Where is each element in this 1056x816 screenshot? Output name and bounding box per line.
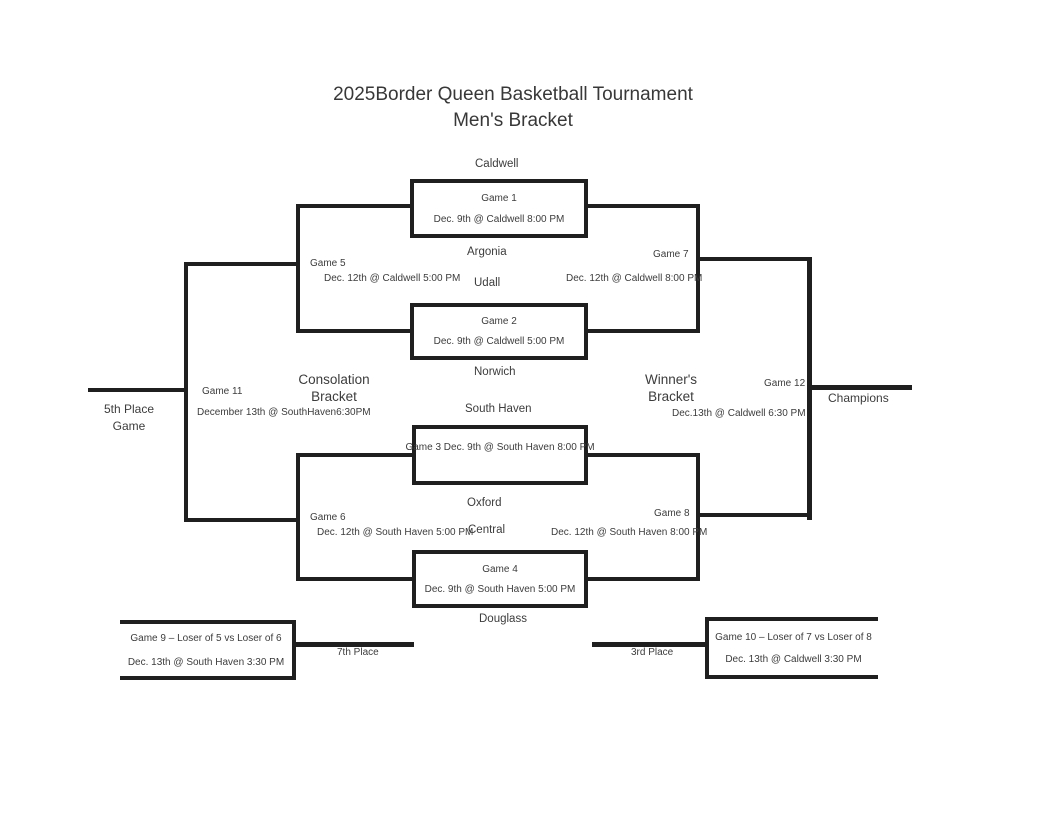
team-oxford: Oxford [467, 497, 502, 509]
game9-detail: Dec. 13th @ South Haven 3:30 PM [127, 656, 285, 668]
team-central: Central [468, 524, 506, 536]
game1-box: Game 1 Dec. 9th @ Caldwell 8:00 PM [410, 179, 588, 238]
game9-box: Game 9 – Loser of 5 vs Loser of 6 Dec. 1… [120, 620, 296, 680]
game3-box: Game 3 Dec. 9th @ South Haven 8:00 PM [405, 425, 595, 485]
game4-detail: Dec. 9th @ South Haven 5:00 PM [424, 583, 576, 595]
winners-line1: Winner's [644, 372, 698, 387]
game4-name: Game 4 [482, 563, 518, 575]
title-line1: 2025Border Queen Basketball Tournament [333, 84, 693, 105]
game2-box: Game 2 Dec. 9th @ Caldwell 5:00 PM [410, 303, 588, 360]
fifth-place-line1: 5th Place [103, 402, 155, 416]
game6-name: Game 6 [310, 512, 346, 523]
game8-name: Game 8 [654, 508, 690, 519]
team-norwich: Norwich [474, 366, 516, 378]
game6-detail: Dec. 12th @ South Haven 5:00 PM [317, 527, 474, 538]
connector-game3-left [298, 453, 414, 457]
connector-game2-left [298, 329, 412, 333]
game1-name: Game 1 [481, 192, 517, 204]
team-caldwell: Caldwell [475, 158, 519, 170]
game11-detail: December 13th @ SouthHaven6:30PM [197, 407, 371, 418]
game12-name: Game 12 [764, 378, 806, 389]
game2-detail: Dec. 9th @ Caldwell 5:00 PM [433, 336, 565, 347]
winners-line2: Bracket [648, 389, 694, 404]
connector-lower-left-vert [296, 453, 300, 581]
connector-game1-right [586, 204, 700, 208]
connector-game4-left [298, 577, 414, 581]
title-line2: Men's Bracket [453, 110, 573, 131]
game1-detail: Dec. 9th @ Caldwell 8:00 PM [433, 213, 565, 225]
connector-third-place-line [592, 642, 707, 647]
consolation-line1: Consolation [298, 372, 370, 387]
game8-detail: Dec. 12th @ South Haven 8:00 PM [551, 527, 708, 538]
game10-box: Game 10 – Loser of 7 vs Loser of 8 Dec. … [705, 617, 878, 679]
connector-outer-right-vert [807, 257, 812, 520]
connector-game5-feeder [184, 262, 298, 266]
connector-outer-left-vert [184, 262, 188, 522]
game10-detail: Dec. 13th @ Caldwell 3:30 PM [725, 653, 862, 665]
consolation-line2: Bracket [311, 389, 357, 404]
game9-name: Game 9 – Loser of 5 vs Loser of 6 [130, 632, 282, 644]
game3-combined: Game 3 Dec. 9th @ South Haven 8:00 PM [405, 442, 595, 453]
team-udall: Udall [474, 277, 501, 289]
connector-fifth-place-line [88, 388, 186, 392]
team-douglass: Douglass [479, 613, 527, 625]
connector-lower-right-vert [696, 453, 700, 581]
connector-game1-left [298, 204, 412, 208]
page-title: 2025Border Queen Basketball Tournament M… [313, 82, 713, 134]
champions-label: Champions [828, 391, 889, 405]
connector-upper-left-vert [296, 204, 300, 333]
winners-bracket-heading: Winner's Bracket [616, 371, 726, 405]
connector-seventh-place-line [294, 642, 414, 647]
game11-name: Game 11 [202, 386, 243, 397]
game5-name: Game 5 [310, 258, 346, 269]
connector-upper-right-vert [696, 204, 700, 333]
connector-game8-advance [698, 513, 810, 517]
game2-name: Game 2 [481, 316, 517, 327]
fifth-place-line2: Game [112, 419, 146, 433]
connector-game2-right [586, 329, 700, 333]
game10-name: Game 10 – Loser of 7 vs Loser of 8 [715, 631, 872, 643]
game7-name: Game 7 [653, 249, 689, 260]
consolation-bracket-heading: Consolation Bracket [279, 371, 389, 405]
game7-detail: Dec. 12th @ Caldwell 8:00 PM [566, 273, 703, 284]
seventh-place-label: 7th Place [337, 647, 379, 658]
connector-champions-line [810, 385, 912, 390]
connector-game7-advance [698, 257, 810, 261]
game12-detail: Dec.13th @ Caldwell 6:30 PM [672, 408, 806, 419]
connector-game4-right [586, 577, 700, 581]
team-argonia: Argonia [467, 246, 507, 258]
fifth-place-label: 5th Place Game [98, 401, 160, 435]
game4-box: Game 4 Dec. 9th @ South Haven 5:00 PM [412, 550, 588, 608]
game5-detail: Dec. 12th @ Caldwell 5:00 PM [324, 273, 461, 284]
team-south-haven: South Haven [465, 403, 532, 415]
connector-game3-right [586, 453, 700, 457]
third-place-label: 3rd Place [631, 647, 674, 658]
connector-game6-feeder [184, 518, 298, 522]
